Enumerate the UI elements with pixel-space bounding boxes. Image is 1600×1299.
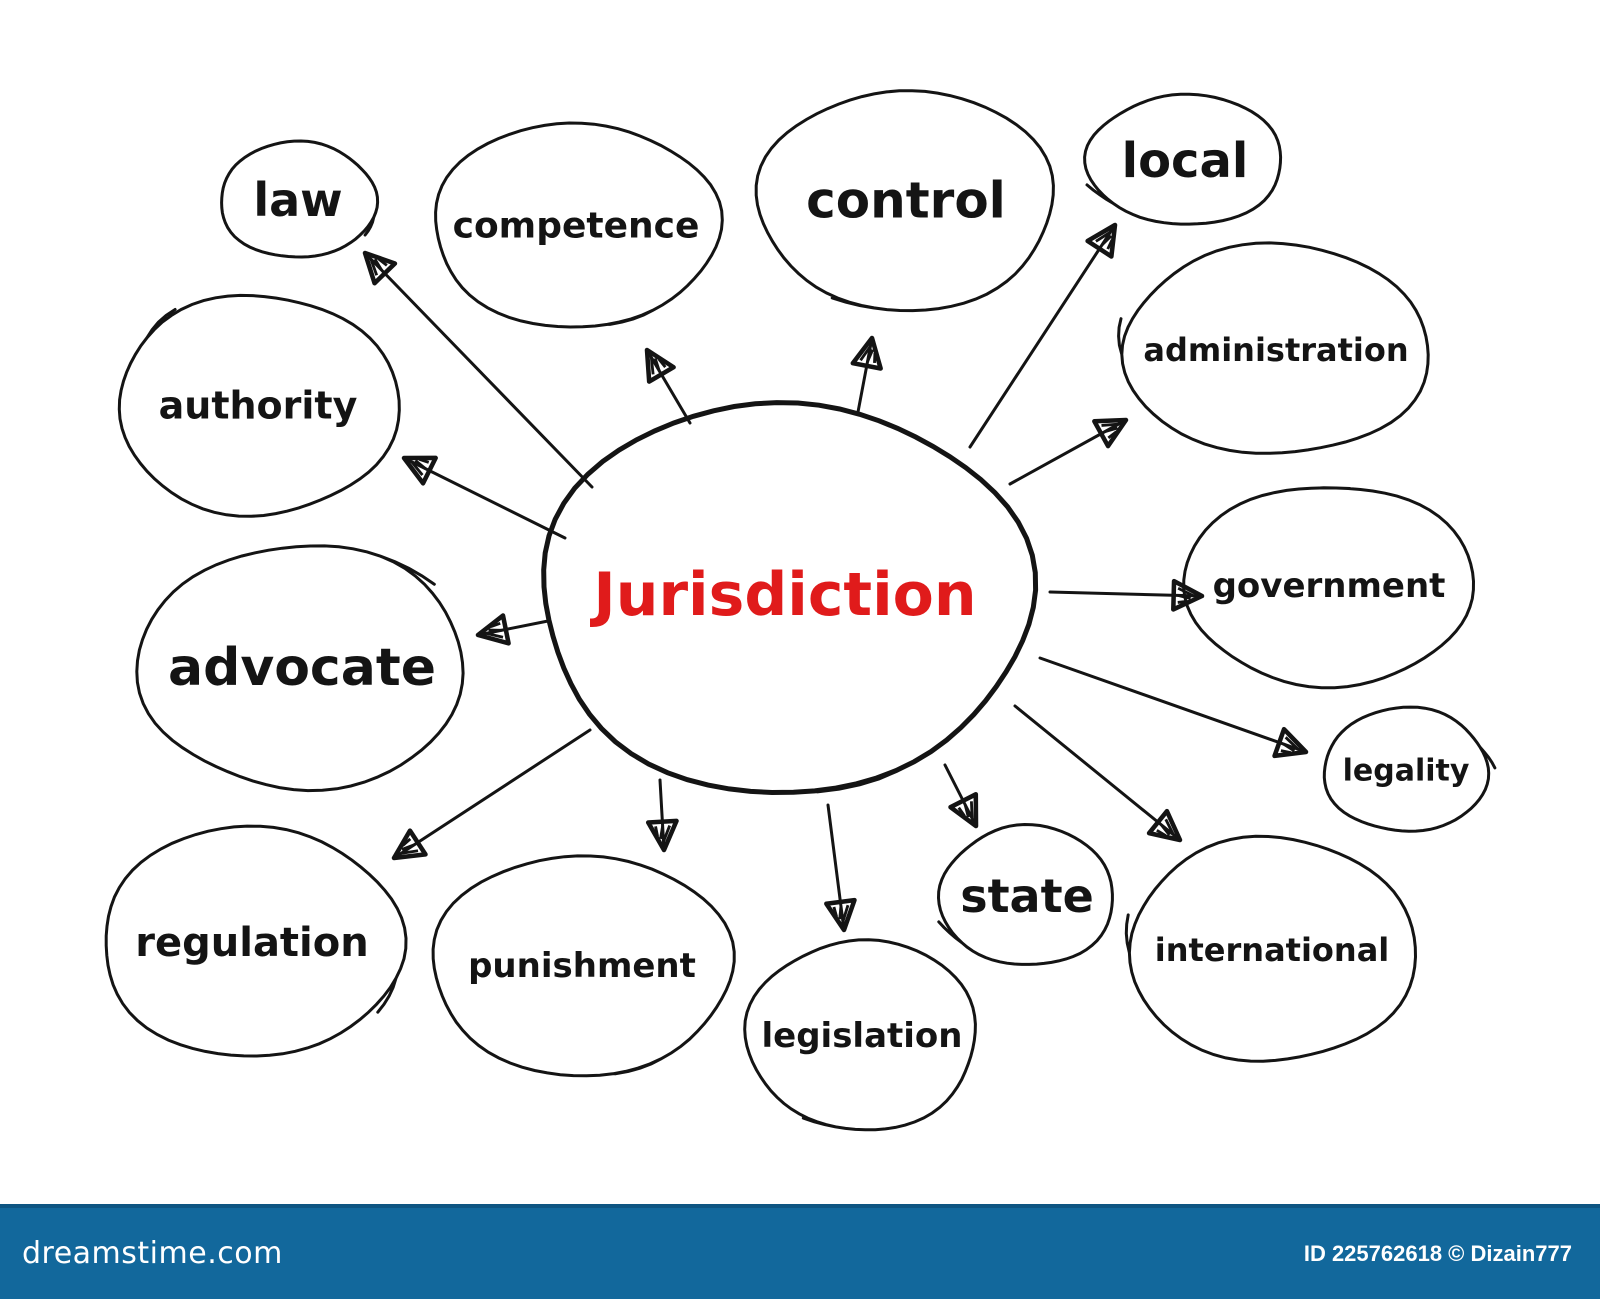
mind-map-diagram: law competence control local administration a…	[104, 89, 1497, 1132]
node-ellipse-competence	[434, 121, 724, 329]
arrow-to-legislation	[824, 803, 857, 933]
node-ellipse-regulation	[104, 824, 408, 1058]
node-label-competence: competence	[453, 206, 700, 247]
node-ellipse-authority	[117, 293, 401, 518]
arrow-to-local	[968, 222, 1118, 449]
center-label: Jurisdiction	[589, 560, 976, 630]
node-control: control	[754, 89, 1055, 313]
arrow-to-control	[850, 335, 883, 414]
center-node: Jurisdiction	[541, 400, 1039, 796]
node-punishment: punishment	[431, 854, 736, 1078]
node-ellipse-international	[1124, 834, 1418, 1063]
node-legality: legality	[1322, 705, 1497, 833]
connectors	[362, 222, 1309, 933]
node-ellipse-legality	[1322, 705, 1497, 833]
arrow-to-government	[1048, 578, 1205, 612]
node-label-law: law	[253, 173, 342, 227]
center-ellipse	[541, 400, 1039, 796]
node-label-state: state	[960, 869, 1094, 923]
node-label-government: government	[1213, 566, 1446, 606]
image-credit: ID 225762618 © Dizain777	[1303, 1240, 1572, 1266]
node-regulation: regulation	[104, 824, 408, 1058]
node-ellipse-local	[1083, 92, 1283, 226]
node-label-legislation: legislation	[761, 1016, 962, 1056]
node-ellipse-administration	[1117, 241, 1430, 455]
node-label-local: local	[1122, 133, 1249, 189]
arrow-to-administration	[1008, 417, 1129, 486]
arrow-to-regulation	[391, 728, 592, 861]
arrow-to-law	[362, 250, 594, 489]
node-ellipse-law	[220, 139, 380, 259]
node-ellipse-legislation	[743, 938, 977, 1132]
arrow-to-competence	[644, 347, 692, 425]
node-label-international: international	[1155, 931, 1390, 969]
node-competence: competence	[434, 121, 724, 329]
node-ellipse-state	[936, 822, 1114, 966]
node-label-administration: administration	[1143, 331, 1408, 369]
node-government: government	[1182, 486, 1476, 690]
arrow-to-international	[1013, 704, 1183, 843]
node-label-regulation: regulation	[135, 920, 368, 966]
node-ellipse-control	[754, 89, 1055, 313]
node-authority: authority	[117, 293, 401, 518]
node-ellipse-government	[1182, 486, 1476, 690]
node-international: international	[1124, 834, 1418, 1063]
node-label-punishment: punishment	[468, 946, 696, 986]
node-law: law	[220, 139, 380, 259]
node-label-advocate: advocate	[168, 638, 436, 698]
node-ellipse-punishment	[431, 854, 736, 1078]
arrow-to-authority	[401, 455, 567, 540]
node-administration: administration	[1117, 241, 1430, 455]
arrow-to-punishment	[645, 778, 679, 853]
node-legislation: legislation	[743, 938, 977, 1132]
node-label-legality: legality	[1343, 754, 1470, 789]
arrow-to-state	[943, 763, 979, 829]
brand-logo-text[interactable]: dreamstime.com	[22, 1236, 283, 1271]
node-local: local	[1083, 92, 1283, 226]
arrow-to-advocate	[475, 613, 550, 646]
node-state: state	[936, 822, 1114, 966]
footer-bar: dreamstime.com ID 225762618 © Dizain777	[0, 1208, 1600, 1299]
footer-stripe	[0, 1204, 1600, 1208]
node-advocate: advocate	[135, 544, 465, 793]
node-label-authority: authority	[159, 383, 358, 427]
arrow-to-legality	[1038, 656, 1309, 759]
node-label-control: control	[806, 172, 1006, 230]
node-bubbles: law competence control local administration a…	[104, 89, 1497, 1132]
node-ellipse-advocate	[135, 544, 465, 793]
